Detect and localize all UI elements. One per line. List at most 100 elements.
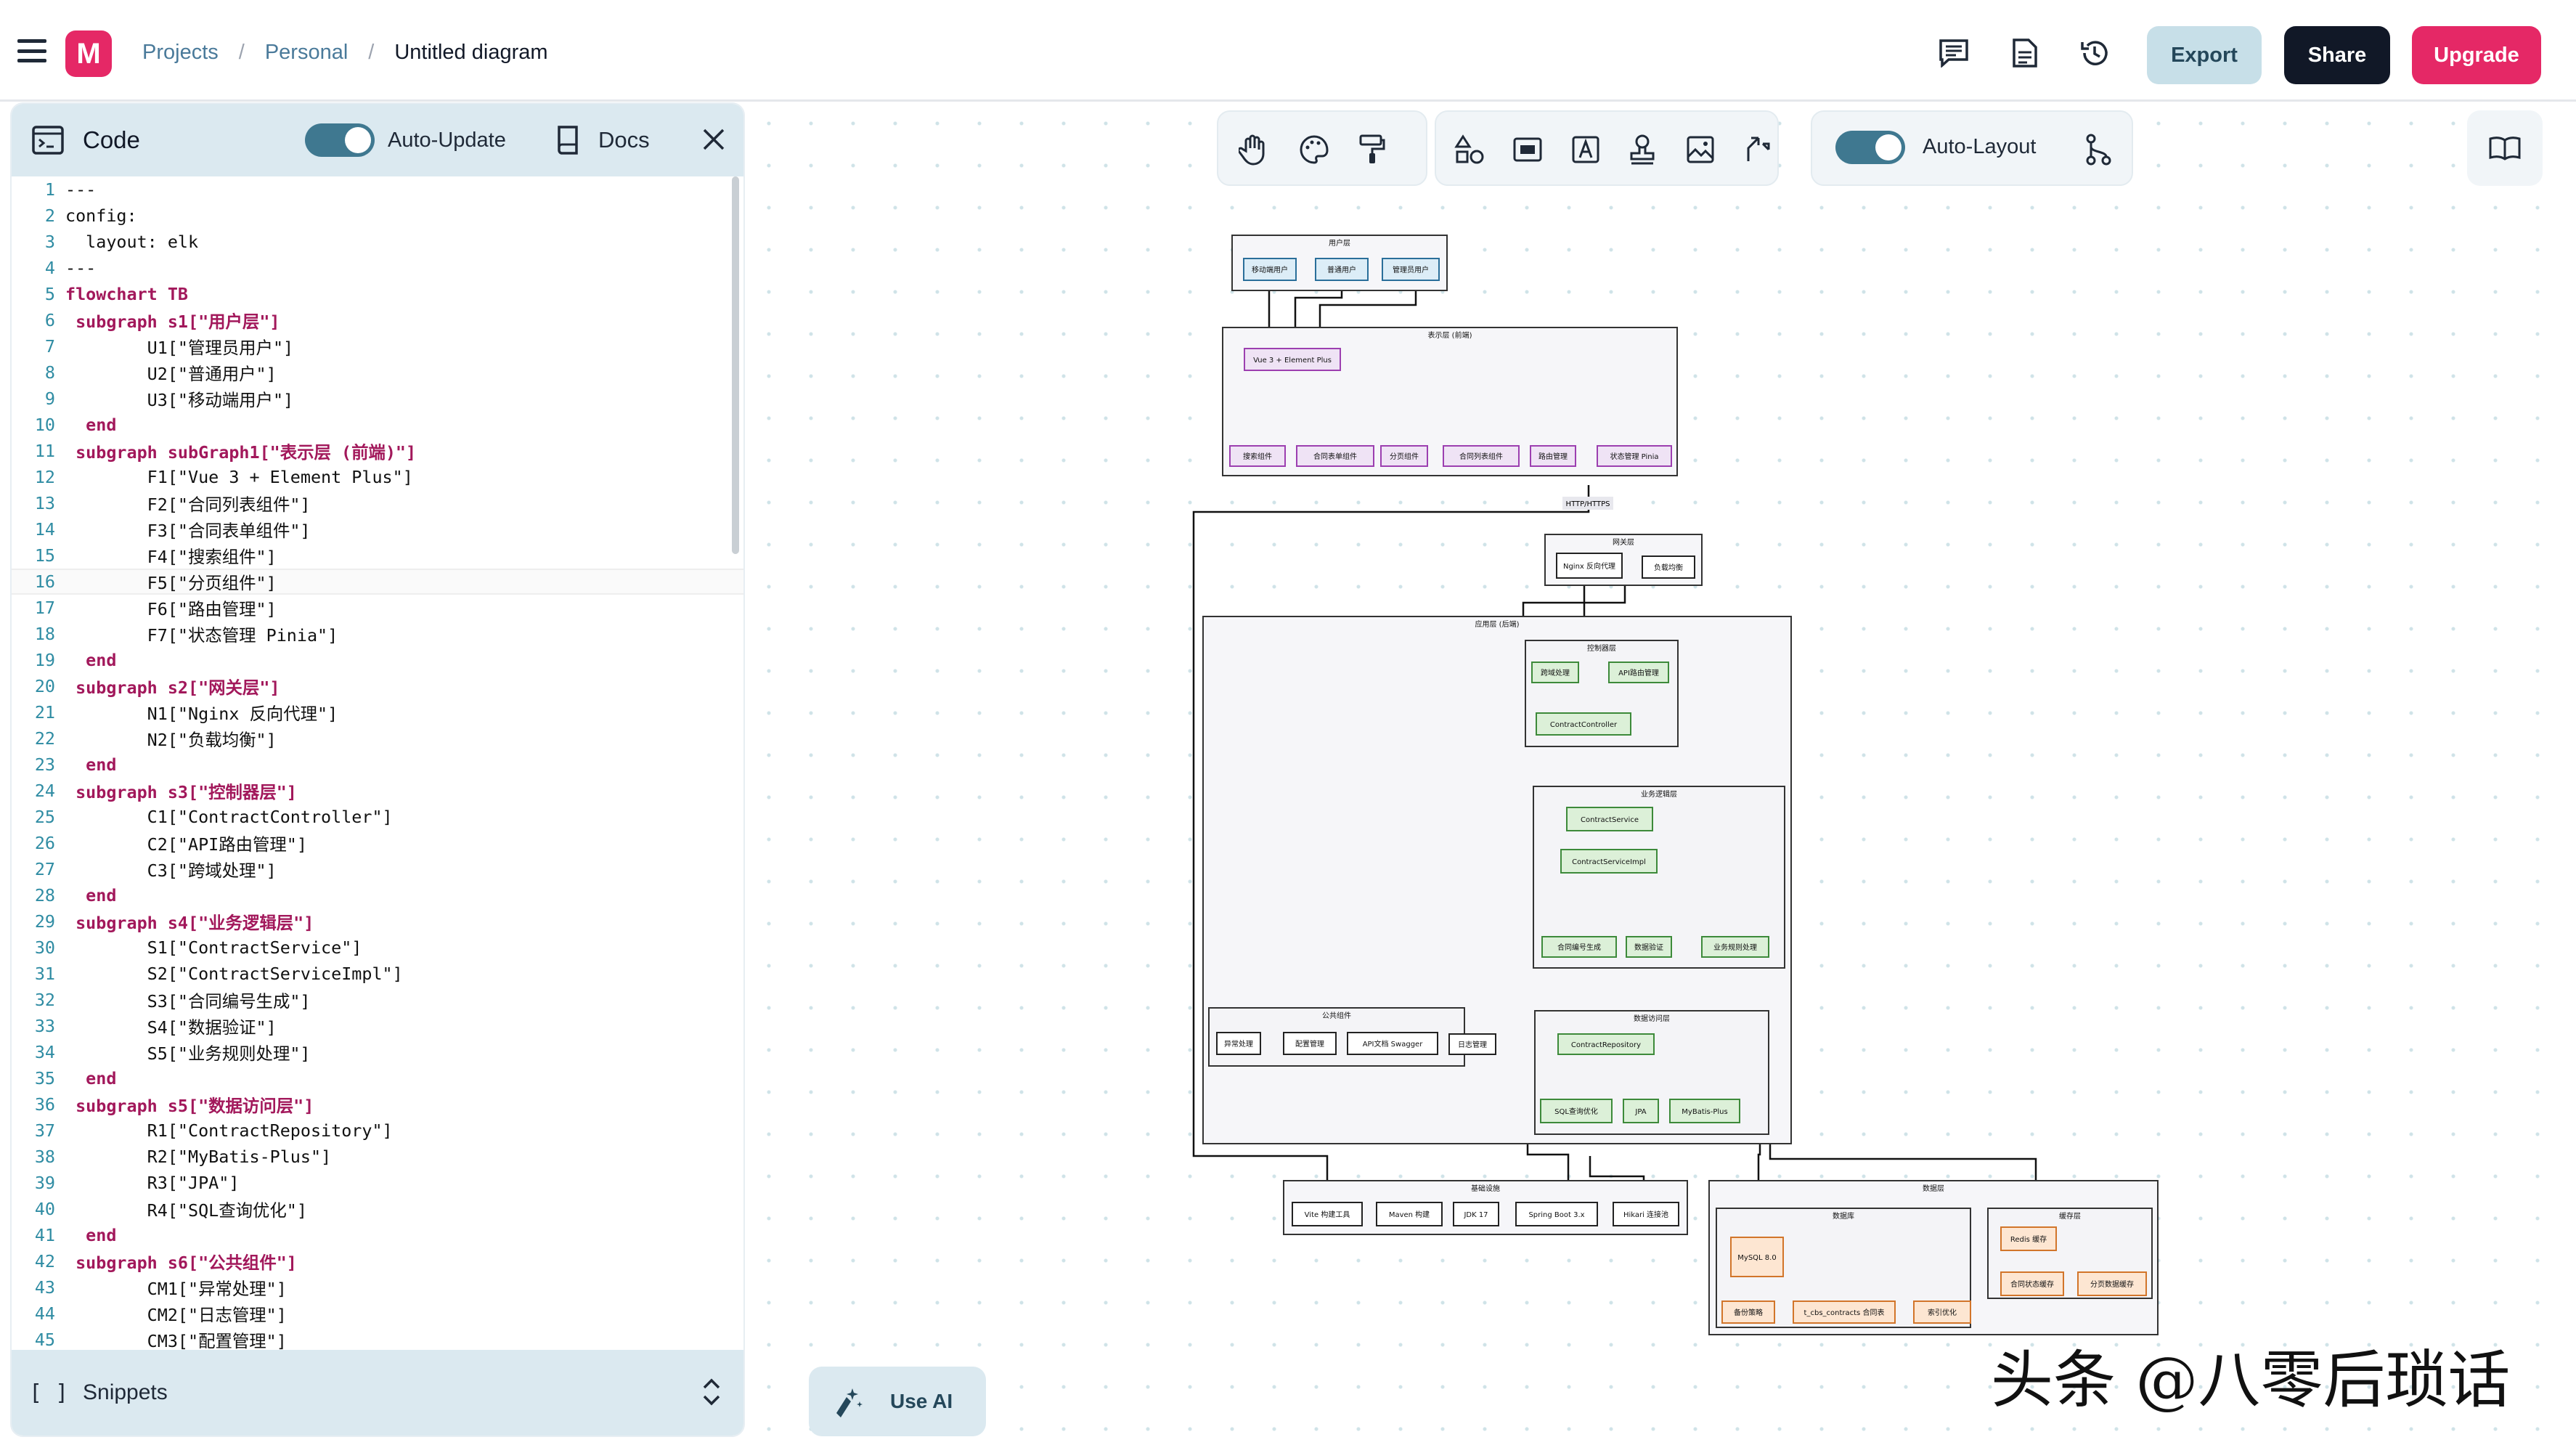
code-line[interactable]: 24 subgraph s3["控制器层"] bbox=[12, 778, 743, 804]
history-icon[interactable] bbox=[2079, 38, 2110, 68]
code-line[interactable]: 38 R2["MyBatis-Plus"] bbox=[12, 1144, 743, 1170]
code-line[interactable]: 42 subgraph s6["公共组件"] bbox=[12, 1248, 743, 1274]
code-text: end bbox=[65, 1068, 117, 1088]
snippets-bar[interactable]: [ ] Snippets bbox=[12, 1350, 743, 1436]
code-line[interactable]: 1--- bbox=[12, 176, 743, 203]
code-line[interactable]: 12 F1["Vue 3 + Element Plus"] bbox=[12, 464, 743, 490]
code-line[interactable]: 30 S1["ContractService"] bbox=[12, 935, 743, 961]
breadcrumb-personal[interactable]: Personal bbox=[264, 41, 349, 64]
share-button[interactable]: Share bbox=[2284, 26, 2390, 84]
palette-icon[interactable] bbox=[1298, 134, 1330, 166]
code-line[interactable]: 22 N2["负载均衡"] bbox=[12, 725, 743, 752]
code-line[interactable]: 28 end bbox=[12, 882, 743, 908]
line-number: 28 bbox=[34, 885, 55, 905]
code-line[interactable]: 43 CM1["异常处理"] bbox=[12, 1274, 743, 1300]
code-line[interactable]: 16 F5["分页组件"] bbox=[12, 569, 743, 595]
shapes-icon[interactable] bbox=[1454, 134, 1485, 166]
code-line[interactable]: 36 subgraph s5["数据访问层"] bbox=[12, 1091, 743, 1118]
line-number: 8 bbox=[44, 362, 55, 383]
code-line[interactable]: 9 U3["移动端用户"] bbox=[12, 386, 743, 412]
connector-arrow-icon[interactable] bbox=[1741, 134, 1773, 166]
upgrade-button[interactable]: Upgrade bbox=[2412, 26, 2541, 84]
code-line[interactable]: 35 end bbox=[12, 1065, 743, 1091]
line-number: 42 bbox=[34, 1251, 55, 1271]
line-number: 26 bbox=[34, 833, 55, 853]
paint-roller-icon[interactable] bbox=[1356, 134, 1388, 166]
text-icon[interactable] bbox=[1570, 134, 1602, 166]
code-line[interactable]: 40 R4["SQL查询优化"] bbox=[12, 1196, 743, 1222]
code-line[interactable]: 19 end bbox=[12, 647, 743, 673]
code-line[interactable]: 14 F3["合同表单组件"] bbox=[12, 516, 743, 542]
code-line[interactable]: 37 R1["ContractRepository"] bbox=[12, 1118, 743, 1144]
code-line[interactable]: 29 subgraph s4["业务逻辑层"] bbox=[12, 908, 743, 935]
code-line[interactable]: 34 S5["业务规则处理"] bbox=[12, 1039, 743, 1065]
breadcrumb-projects[interactable]: Projects bbox=[142, 41, 219, 64]
code-line[interactable]: 21 N1["Nginx 反向代理"] bbox=[12, 699, 743, 725]
code-text: N2["负载均衡"] bbox=[65, 730, 277, 750]
auto-update-toggle[interactable] bbox=[305, 123, 375, 157]
hand-pan-icon[interactable] bbox=[1237, 134, 1269, 166]
menu-icon[interactable] bbox=[17, 39, 46, 62]
code-line[interactable]: 7 U1["管理员用户"] bbox=[12, 333, 743, 359]
rectangle-node-icon[interactable] bbox=[1512, 134, 1544, 166]
code-line[interactable]: 11 subgraph subGraph1["表示层 (前端)"] bbox=[12, 438, 743, 464]
code-line[interactable]: 17 F6["路由管理"] bbox=[12, 595, 743, 621]
code-line[interactable]: 18 F7["状态管理 Pinia"] bbox=[12, 621, 743, 647]
docs-link[interactable]: Docs bbox=[598, 127, 650, 152]
line-number: 31 bbox=[34, 964, 55, 984]
notes-icon[interactable] bbox=[2010, 38, 2040, 68]
auto-layout-label: Auto-Layout bbox=[1923, 135, 2037, 158]
code-line[interactable]: 13 F2["合同列表组件"] bbox=[12, 490, 743, 516]
code-text: F6["路由管理"] bbox=[65, 599, 277, 619]
line-number: 29 bbox=[34, 911, 55, 932]
code-line[interactable]: 31 S2["ContractServiceImpl"] bbox=[12, 961, 743, 987]
code-line[interactable]: 10 end bbox=[12, 412, 743, 438]
code-text: subgraph s3["控制器层"] bbox=[65, 782, 297, 802]
editor-scrollbar[interactable] bbox=[732, 176, 739, 554]
code-line[interactable]: 8 U2["普通用户"] bbox=[12, 359, 743, 386]
code-line[interactable]: 4--- bbox=[12, 255, 743, 281]
comment-icon[interactable] bbox=[1939, 38, 1969, 68]
code-line[interactable]: 23 end bbox=[12, 752, 743, 778]
code-line[interactable]: 33 S4["数据验证"] bbox=[12, 1013, 743, 1039]
code-line[interactable]: 20 subgraph s2["网关层"] bbox=[12, 673, 743, 699]
book-open-icon[interactable] bbox=[2467, 110, 2543, 186]
line-number: 22 bbox=[34, 728, 55, 749]
auto-layout-toggle[interactable] bbox=[1835, 131, 1905, 164]
line-number: 3 bbox=[44, 232, 55, 252]
code-line[interactable]: 25 C1["ContractController"] bbox=[12, 804, 743, 830]
code-text: subgraph s2["网关层"] bbox=[65, 677, 280, 698]
export-button[interactable]: Export bbox=[2147, 26, 2262, 84]
code-line[interactable]: 32 S3["合同编号生成"] bbox=[12, 987, 743, 1013]
code-line[interactable]: 15 F4["搜索组件"] bbox=[12, 542, 743, 569]
top-bar: M Projects / Personal / Untitled diagram… bbox=[0, 0, 2576, 102]
code-line[interactable]: 41 end bbox=[12, 1222, 743, 1248]
code-line[interactable]: 3 layout: elk bbox=[12, 229, 743, 255]
chevron-updown-icon[interactable] bbox=[701, 1375, 722, 1415]
code-line[interactable]: 27 C3["跨域处理"] bbox=[12, 856, 743, 882]
docs-icon[interactable] bbox=[556, 124, 582, 160]
stamp-icon[interactable] bbox=[1626, 134, 1658, 166]
code-line[interactable]: 26 C2["API路由管理"] bbox=[12, 830, 743, 856]
code-text: F4["搜索组件"] bbox=[65, 547, 277, 567]
code-text: S4["数据验证"] bbox=[65, 1017, 277, 1038]
branch-icon[interactable] bbox=[2082, 134, 2114, 166]
use-ai-button[interactable]: Use AI bbox=[809, 1367, 986, 1436]
line-number: 21 bbox=[34, 702, 55, 722]
close-icon[interactable] bbox=[701, 127, 726, 155]
code-line[interactable]: 45 CM3["配置管理"] bbox=[12, 1327, 743, 1353]
code-text: end bbox=[65, 754, 117, 775]
mermaid-logo[interactable]: M bbox=[65, 30, 112, 77]
breadcrumb-separator: / bbox=[368, 41, 375, 64]
code-line[interactable]: 39 R3["JPA"] bbox=[12, 1170, 743, 1196]
image-icon[interactable] bbox=[1684, 134, 1716, 166]
code-text: subgraph subGraph1["表示层 (前端)"] bbox=[65, 442, 417, 463]
diagram-canvas[interactable] bbox=[748, 102, 2576, 1445]
diagram-title[interactable]: Untitled diagram bbox=[394, 41, 548, 64]
code-line[interactable]: 6 subgraph s1["用户层"] bbox=[12, 307, 743, 333]
code-line[interactable]: 44 CM2["日志管理"] bbox=[12, 1300, 743, 1327]
